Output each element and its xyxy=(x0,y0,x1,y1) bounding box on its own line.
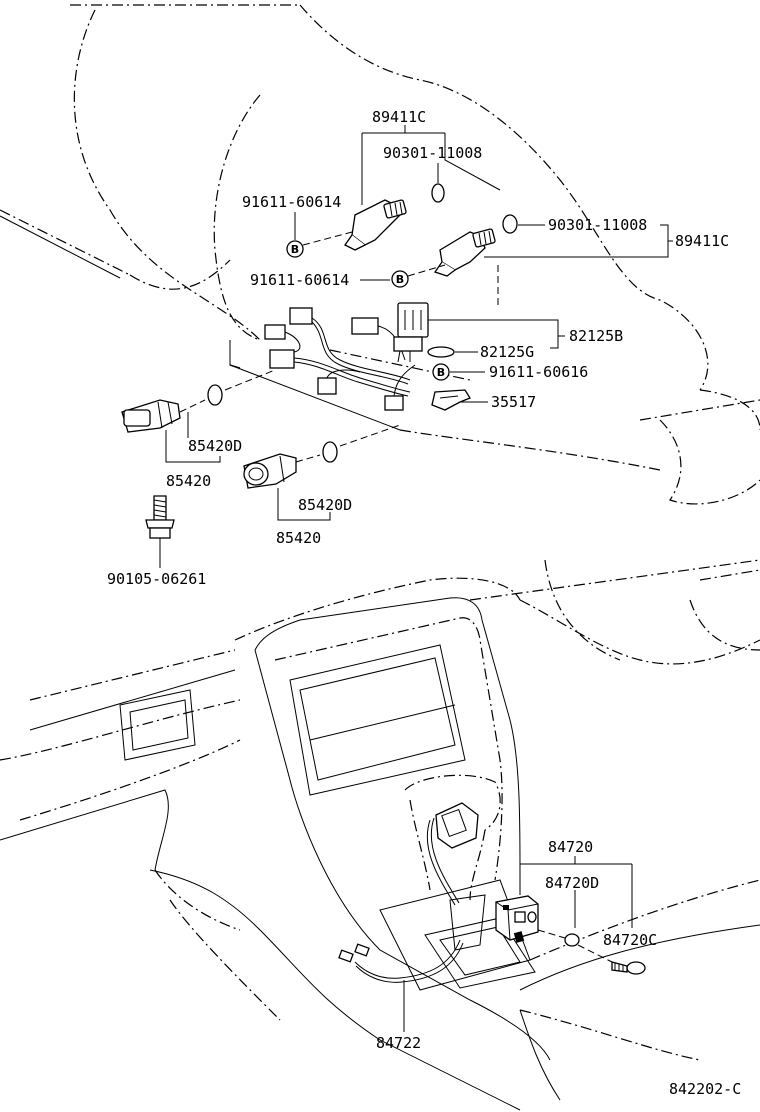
bolt-90105 xyxy=(145,495,175,539)
label-82125b: 82125B xyxy=(569,327,623,345)
label-90105-06261: 90105-06261 xyxy=(107,570,206,588)
label-35517: 35517 xyxy=(491,393,536,411)
figure-code: 842202-C xyxy=(669,1080,741,1098)
label-82125g: 82125G xyxy=(480,343,534,361)
leader-lines-lower xyxy=(403,856,633,1032)
transmission-housing-outline xyxy=(0,4,760,505)
label-85420d-a: 85420D xyxy=(188,437,242,455)
sensor-85420-lower xyxy=(243,453,297,489)
o-ring-90301-upper xyxy=(431,183,445,203)
bolt-badge-b: B xyxy=(391,270,409,288)
shift-lever-84722 xyxy=(338,774,501,983)
switch-84720 xyxy=(495,895,539,943)
label-89411c-right: 89411C xyxy=(675,232,729,250)
bolt-badge-c: B xyxy=(432,363,450,381)
label-85420-b: 85420 xyxy=(276,529,321,547)
label-85420-a: 85420 xyxy=(166,472,211,490)
label-91611-60614-a: 91611-60614 xyxy=(242,193,341,211)
label-84722: 84722 xyxy=(376,1034,421,1052)
label-90301-11008-top: 90301-11008 xyxy=(383,144,482,162)
label-84720c: 84720C xyxy=(603,931,657,949)
label-91611-60614-b: 91611-60614 xyxy=(250,271,349,289)
center-console-outline xyxy=(0,559,760,1111)
svg-text:B: B xyxy=(291,243,299,256)
label-84720: 84720 xyxy=(548,838,593,856)
sensor-85420-left xyxy=(121,399,181,433)
speed-sensor-89411c-right xyxy=(433,228,496,277)
label-89411c-top: 89411C xyxy=(372,108,426,126)
connector-82125b xyxy=(393,302,429,363)
label-84720d: 84720D xyxy=(545,874,599,892)
speed-sensor-89411c-upper xyxy=(344,199,407,251)
bolt-badge-a: B xyxy=(286,240,304,258)
svg-text:B: B xyxy=(396,273,404,286)
part-labels: 89411C 90301-11008 91611-60614 90301-110… xyxy=(107,108,741,1098)
o-ring-85420d-lower xyxy=(322,441,338,463)
o-ring-90301-right xyxy=(502,214,518,234)
o-ring-82125g xyxy=(427,346,455,358)
screw-84720c xyxy=(611,961,646,975)
svg-text:B: B xyxy=(437,366,445,379)
leader-lines-upper xyxy=(159,125,673,568)
cap-84720d xyxy=(564,933,580,947)
clamp-35517 xyxy=(431,389,471,411)
label-90301-11008-right: 90301-11008 xyxy=(548,216,647,234)
label-85420d-b: 85420D xyxy=(298,496,352,514)
o-ring-85420d-left xyxy=(207,384,223,406)
wiring-harness xyxy=(264,307,416,411)
label-91611-60616: 91611-60616 xyxy=(489,363,588,381)
